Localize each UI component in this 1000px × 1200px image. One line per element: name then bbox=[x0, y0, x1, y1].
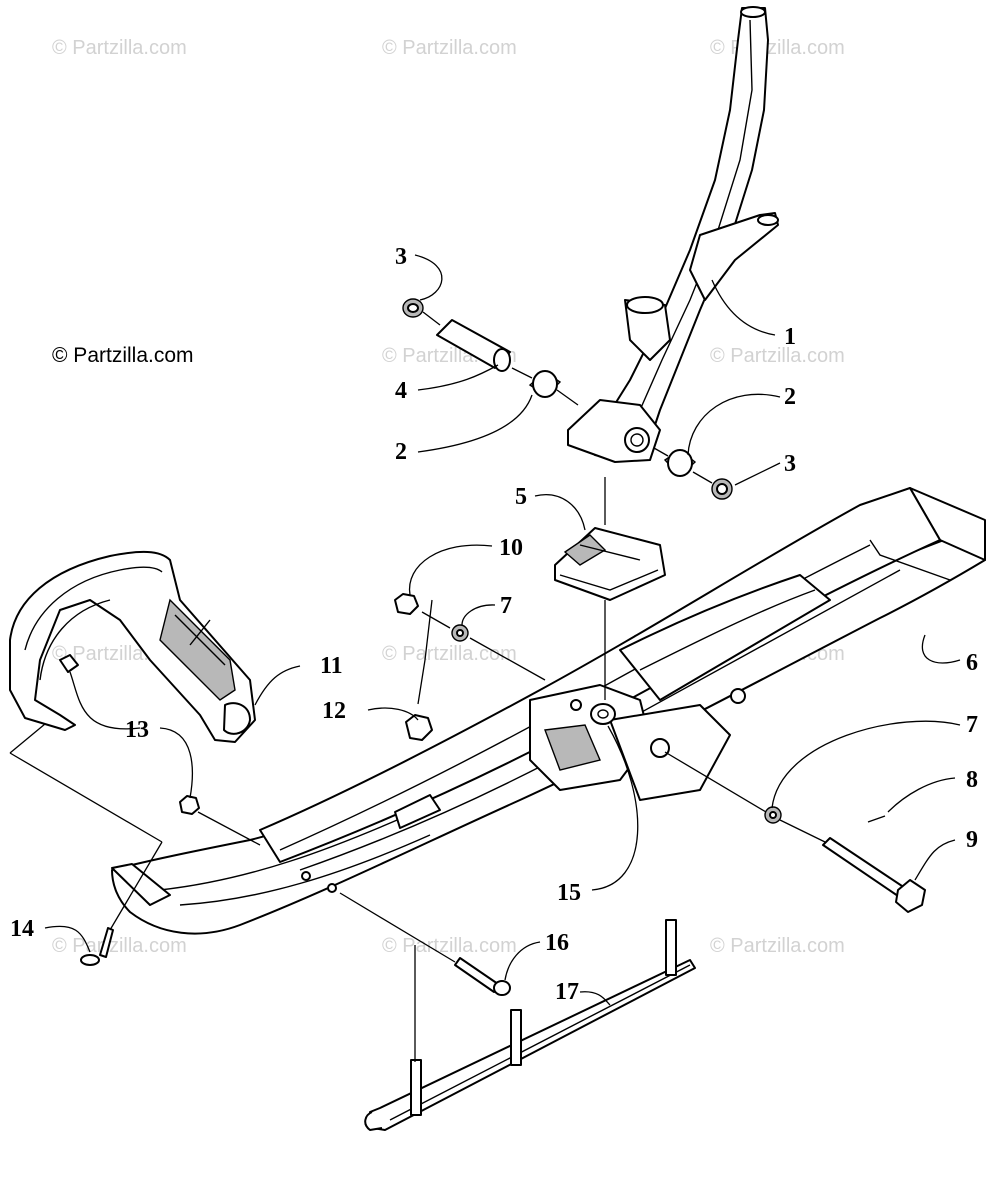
callout-8: 8 bbox=[966, 767, 978, 793]
callout-5: 5 bbox=[515, 484, 527, 510]
callout-4: 4 bbox=[395, 378, 407, 404]
callout-labels: 1 2 2 3 3 4 5 6 7 7 8 9 10 11 12 13 14 1… bbox=[10, 244, 978, 1005]
callout-13: 13 bbox=[125, 717, 149, 743]
callout-7: 7 bbox=[966, 712, 978, 738]
callout-9: 9 bbox=[966, 827, 978, 853]
copyright-label: © Partzilla.com bbox=[52, 344, 194, 367]
callout-6: 6 bbox=[966, 650, 978, 676]
callout-3: 3 bbox=[395, 244, 407, 270]
wear-pad bbox=[554, 527, 666, 601]
leader-lines bbox=[44, 254, 961, 1006]
callout-1: 1 bbox=[784, 324, 796, 350]
callout-16: 16 bbox=[545, 930, 569, 956]
callout-12: 12 bbox=[322, 698, 346, 724]
watermark-text: © Partzilla.com bbox=[710, 345, 845, 367]
callout-10: 10 bbox=[499, 535, 523, 561]
callout-17: 17 bbox=[555, 979, 579, 1005]
callout-14: 14 bbox=[10, 916, 34, 942]
callout-2: 2 bbox=[784, 384, 796, 410]
watermark-text: © Partzilla.com bbox=[710, 37, 845, 59]
callout-3: 3 bbox=[784, 451, 796, 477]
fasteners bbox=[80, 593, 926, 996]
assembly-axes bbox=[9, 477, 826, 1062]
wear-bar bbox=[364, 919, 696, 1131]
callout-2: 2 bbox=[395, 439, 407, 465]
watermark-text: © Partzilla.com bbox=[382, 37, 517, 59]
callout-11: 11 bbox=[320, 653, 343, 679]
ski-body bbox=[111, 487, 986, 935]
watermark-text: © Partzilla.com bbox=[52, 935, 187, 957]
watermark-text: © Partzilla.com bbox=[382, 643, 517, 665]
callout-15: 15 bbox=[557, 880, 581, 906]
spindle bbox=[567, 6, 779, 463]
bushing-set bbox=[402, 298, 733, 500]
watermark-text: © Partzilla.com bbox=[710, 935, 845, 957]
watermark-text: © Partzilla.com bbox=[52, 37, 187, 59]
watermark-text: © Partzilla.com bbox=[382, 935, 517, 957]
callout-7: 7 bbox=[500, 593, 512, 619]
ski-handle bbox=[9, 550, 256, 743]
